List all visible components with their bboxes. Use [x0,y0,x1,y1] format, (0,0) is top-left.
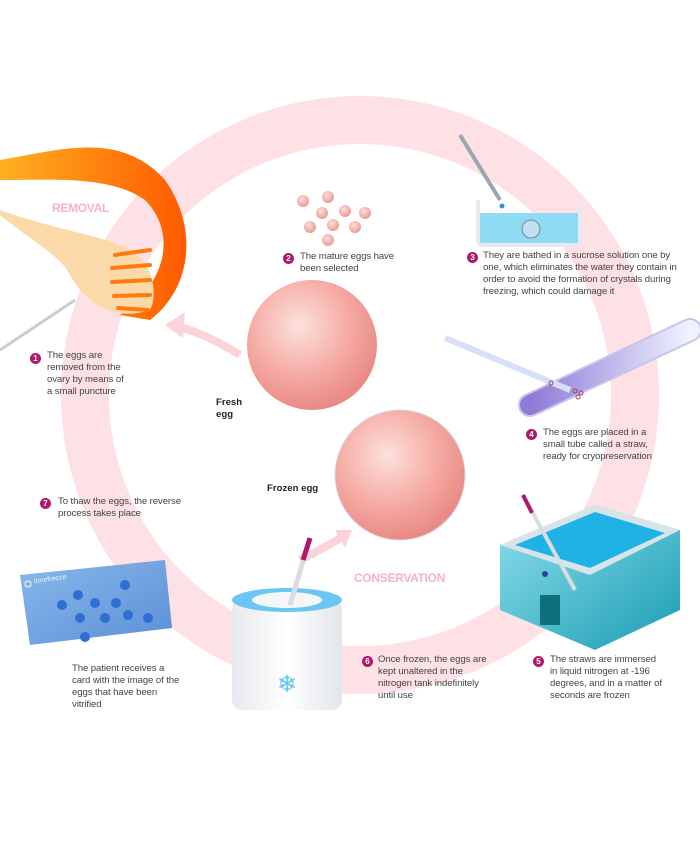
fresh-egg-image [247,280,377,410]
frozen-egg-image [334,409,466,541]
frozen-egg-label: Frozen egg [267,483,319,494]
cycle-ring [61,96,659,694]
step-badge: 6 [362,656,373,667]
step-5-text: The straws are immersed in liquid nitrog… [550,654,662,701]
step-7-text: To thaw the eggs, the reverse process ta… [58,496,181,519]
card-caption: The patient receives a card with the ima… [72,663,180,710]
step-6-text: Once frozen, the eggs are kept unaltered… [378,654,487,701]
step-2-text: The mature eggs have been selected [300,251,394,274]
patient-card [20,560,172,645]
step-3-text: They are bathed in a sucrose solution on… [483,250,677,297]
straw-illustration [443,318,700,417]
fresh-egg-label: Fresh egg [216,397,243,420]
step-badge: 7 [40,498,51,509]
phase-conservation: CONSERVATION [354,571,446,585]
nitrogen-bath-illustration [500,494,680,650]
step-badge: 5 [533,656,544,667]
mature-eggs-cluster [297,191,371,246]
step-4-text: The eggs are placed in a small tube call… [543,427,652,462]
step-badge: 1 [30,353,41,364]
phase-removal: REMOVAL [52,201,110,215]
step-1-text: The eggs are removed from the ovary by m… [47,350,124,397]
nitrogen-tank-illustration: ❄ [232,537,342,710]
sucrose-bath-illustration [458,133,582,247]
snowflake-icon: ❄ [277,671,297,698]
step-badge: 2 [283,253,294,264]
step-badge: 3 [467,252,478,263]
step-badge: 4 [526,429,537,440]
ovary-illustration [0,147,187,352]
